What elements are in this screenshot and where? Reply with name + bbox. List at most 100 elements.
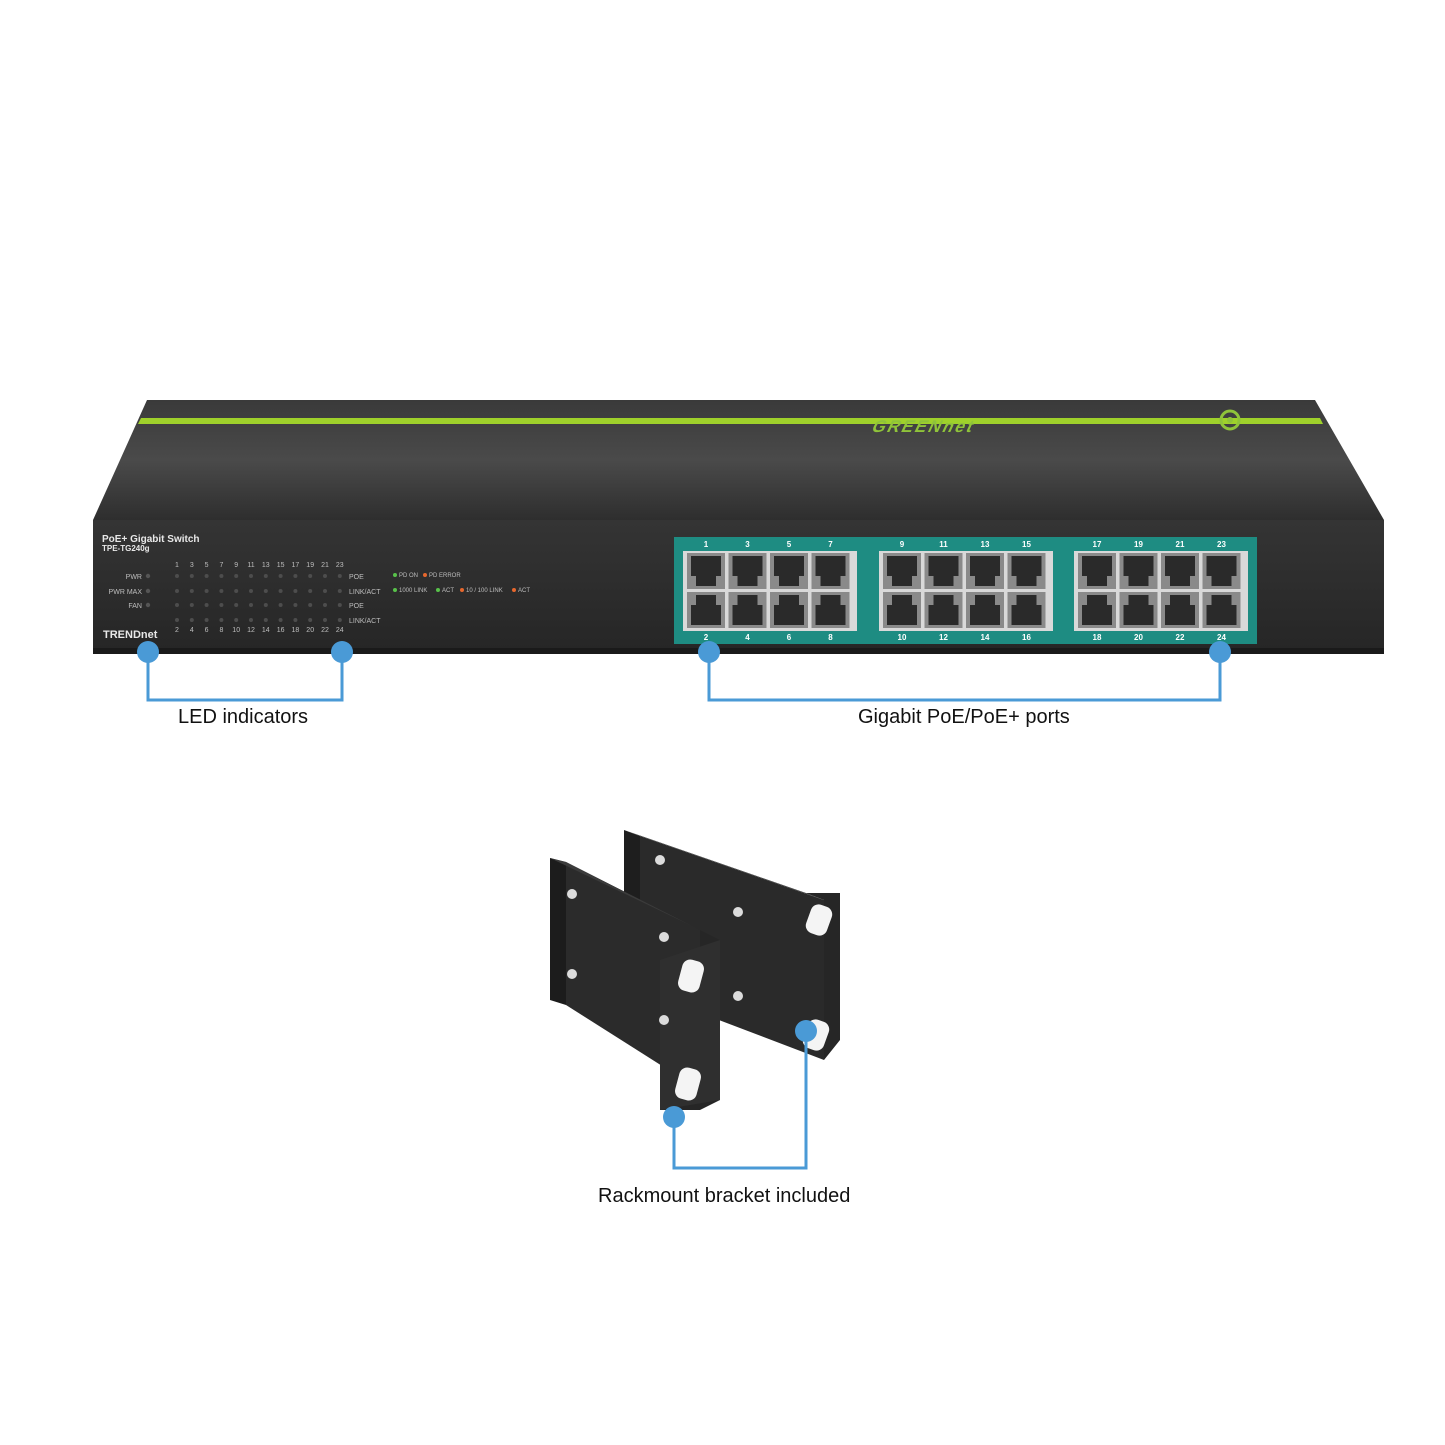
led-port-number: 1 — [175, 562, 179, 569]
port-number: 13 — [981, 540, 990, 549]
led-dot — [219, 589, 224, 593]
led-row-label: POE — [349, 574, 364, 581]
ethernet-port — [924, 553, 963, 589]
ethernet-port — [1202, 553, 1241, 589]
ethernet-port — [687, 553, 725, 589]
led-port-number: 24 — [336, 627, 344, 634]
port-number: 6 — [787, 633, 792, 642]
port-number: 18 — [1093, 633, 1102, 642]
led-row-label: LINK/ACT — [349, 589, 381, 596]
port-number: 19 — [1134, 540, 1143, 549]
led-status-label: FAN — [128, 603, 142, 610]
led-dot — [278, 589, 283, 593]
legend-label: PD ON — [399, 573, 418, 579]
ethernet-port — [1161, 592, 1199, 628]
callout-dot — [795, 1020, 817, 1042]
ports-label: Gigabit PoE/PoE+ ports — [858, 706, 1070, 728]
led-dot — [175, 589, 179, 593]
ethernet-port — [1078, 592, 1116, 628]
legend-label: 1000 LINK — [399, 588, 427, 594]
ethernet-port — [728, 592, 767, 628]
led-dot — [204, 589, 209, 593]
led-dot — [308, 574, 313, 578]
led-dot — [323, 589, 327, 593]
port-number: 5 — [787, 540, 792, 549]
led-dot — [337, 574, 342, 578]
port-number: 11 — [939, 540, 948, 549]
ethernet-port — [924, 592, 963, 628]
led-dot — [337, 589, 342, 593]
led-port-number: 8 — [219, 627, 223, 634]
ethernet-port — [687, 592, 725, 628]
led-dot — [219, 618, 224, 622]
legend-dot — [512, 588, 516, 592]
port-number: 2 — [704, 633, 709, 642]
led-dot — [278, 603, 283, 607]
legend-dot — [423, 573, 427, 577]
port-number: 7 — [828, 540, 833, 549]
led-dot — [249, 589, 253, 593]
legend-dot — [393, 573, 397, 577]
product-line-label: PoE+ Gigabit Switch — [102, 534, 200, 545]
led-dot — [263, 574, 268, 578]
led-dot — [249, 618, 253, 622]
port-number: 17 — [1093, 540, 1102, 549]
led-dot — [189, 603, 194, 607]
led-dot — [308, 589, 313, 593]
led-dot — [278, 618, 283, 622]
port-number: 22 — [1176, 633, 1185, 642]
led-dot — [293, 589, 298, 593]
svg-text:GREENnet: GREENnet — [869, 417, 980, 436]
led-port-number: 6 — [205, 627, 209, 634]
led-port-number: 17 — [292, 562, 300, 569]
port-number: 10 — [898, 633, 907, 642]
port-number: 3 — [745, 540, 750, 549]
led-status-label: PWR — [126, 574, 142, 581]
ethernet-port — [728, 553, 767, 589]
ethernet-port — [883, 553, 921, 589]
legend-label: ACT — [518, 588, 530, 594]
led-status-label: PWR MAX — [109, 589, 143, 596]
port-number: 23 — [1217, 540, 1226, 549]
legend-label: ACT — [442, 588, 454, 594]
ethernet-port — [770, 553, 808, 589]
led-dot — [189, 574, 194, 578]
led-dot — [175, 618, 179, 622]
led-port-number: 12 — [247, 627, 255, 634]
led-dot — [323, 603, 327, 607]
port-number: 21 — [1176, 540, 1185, 549]
led-port-number: 3 — [190, 562, 194, 569]
led-port-number: 7 — [219, 562, 223, 569]
led-dot — [189, 589, 194, 593]
led-dot — [234, 618, 239, 622]
led-dot — [219, 574, 224, 578]
led-port-number: 4 — [190, 627, 194, 634]
port-number: 8 — [828, 633, 833, 642]
led-port-number: 2 — [175, 627, 179, 634]
led-dot — [293, 618, 298, 622]
led-dot — [337, 603, 342, 607]
port-number: 1 — [704, 540, 709, 549]
led-port-number: 19 — [306, 562, 314, 569]
ethernet-port — [1078, 553, 1116, 589]
led-port-number: 13 — [262, 562, 270, 569]
callout-led — [146, 652, 344, 702]
greennet-logo: GREENnet — [869, 409, 1241, 436]
led-dot — [234, 589, 239, 593]
led-dot — [145, 602, 151, 608]
ethernet-port — [1161, 553, 1199, 589]
led-dot — [204, 574, 209, 578]
led-dot — [263, 618, 268, 622]
led-port-number: 10 — [232, 627, 240, 634]
port-number: 14 — [981, 633, 990, 642]
led-dot — [234, 574, 239, 578]
port-number: 24 — [1217, 633, 1226, 642]
led-port-number: 21 — [321, 562, 329, 569]
led-port-number: 15 — [277, 562, 285, 569]
led-dot — [249, 574, 253, 578]
led-dot — [145, 573, 151, 579]
led-dot — [204, 603, 209, 607]
legend-label: PD ERROR — [429, 573, 461, 579]
